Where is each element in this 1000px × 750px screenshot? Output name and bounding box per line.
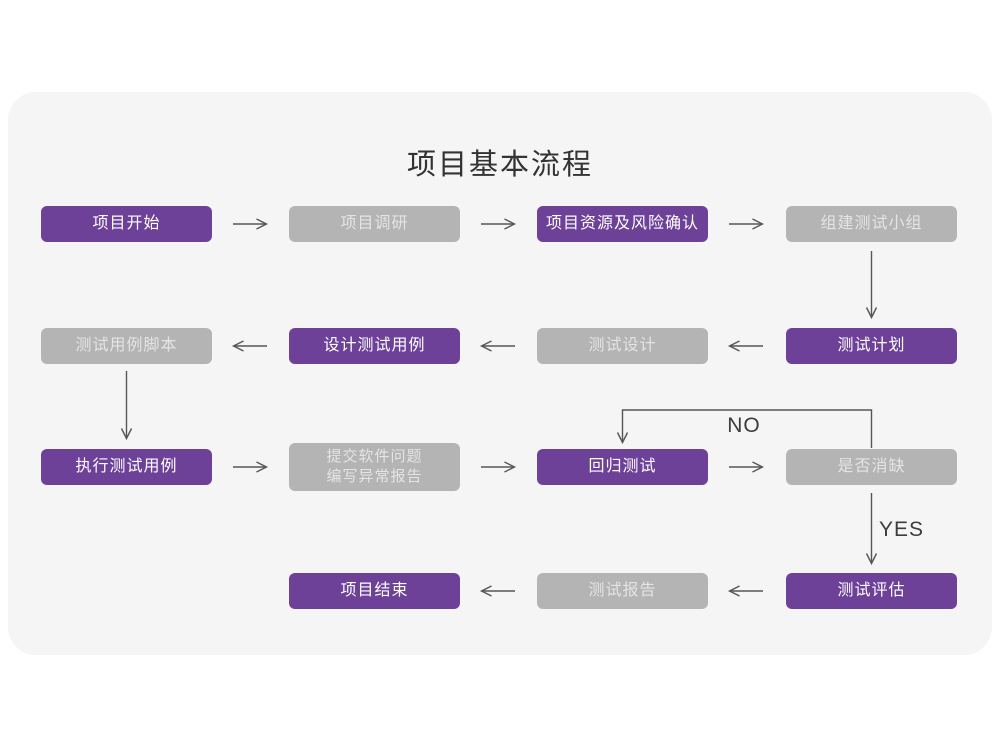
node-regression-test: 回归测试 xyxy=(537,449,708,485)
node-defect-resolved-decision: 是否消缺 xyxy=(786,449,957,485)
node-project-end: 项目结束 xyxy=(289,573,460,609)
node-test-plan: 测试计划 xyxy=(786,328,957,364)
flowchart-card-background xyxy=(8,92,992,655)
node-build-test-team: 组建测试小组 xyxy=(786,206,957,242)
node-project-start: 项目开始 xyxy=(41,206,212,242)
node-test-evaluation: 测试评估 xyxy=(786,573,957,609)
branch-label-yes: YES xyxy=(879,518,925,541)
node-test-design: 测试设计 xyxy=(537,328,708,364)
node-execute-test-cases: 执行测试用例 xyxy=(41,449,212,485)
page-title: 项目基本流程 xyxy=(406,149,593,181)
node-project-research: 项目调研 xyxy=(289,206,460,242)
node-test-report: 测试报告 xyxy=(537,573,708,609)
node-test-case-script: 测试用例脚本 xyxy=(41,328,212,364)
node-design-test-cases: 设计测试用例 xyxy=(289,328,460,364)
node-resource-risk-confirm: 项目资源及风险确认 xyxy=(537,206,708,242)
branch-label-no: NO xyxy=(727,414,761,437)
node-submit-issues-report: 提交软件问题 编写异常报告 xyxy=(289,443,460,491)
